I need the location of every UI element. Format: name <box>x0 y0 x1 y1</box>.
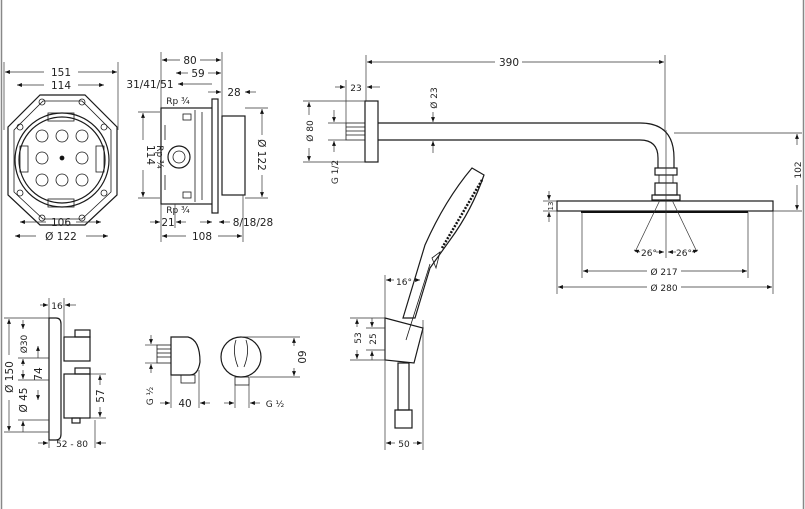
angle-16: 16° <box>396 278 412 288</box>
dim-52-80: 52 - 80 <box>56 440 88 450</box>
label-g-half-front: G ½ <box>266 400 285 410</box>
dim-102: 102 <box>794 161 804 178</box>
dim-d23: Ø 23 <box>429 87 440 108</box>
dim-31-41-51: 31/41/51 <box>126 79 173 91</box>
overhead-shower: 390 23 Ø 23 Ø 80 G 1/2 102 13 26° 26° Ø … <box>303 55 804 294</box>
dim-d150: Ø 150 <box>4 361 16 393</box>
mounting-box-side-view: 80 59 31/41/51 28 Rp ¾ Rp ¾ 114 Rp ¾ Ø 1… <box>126 52 273 243</box>
angle-26-left: 26° <box>641 249 657 259</box>
hand-shower: 16° 53 25 50 <box>350 167 485 450</box>
dim-d80: Ø 80 <box>305 120 316 142</box>
dim-53: 53 <box>354 332 364 343</box>
dim-114-vertical: 114 <box>144 145 156 165</box>
dim-25: 25 <box>369 333 379 344</box>
dim-d30: Ø30 <box>19 334 30 353</box>
label-rp-top: Rp ¾ <box>166 97 190 107</box>
dim-d122: Ø 122 <box>45 231 77 243</box>
angle-26-right: 26° <box>676 249 692 259</box>
dim-151: 151 <box>51 67 71 79</box>
dim-13: 13 <box>547 202 555 211</box>
label-rp-bottom: Rp ¾ <box>166 206 190 216</box>
dim-108: 108 <box>192 231 212 243</box>
dim-28: 28 <box>227 87 240 99</box>
dim-59: 59 <box>191 68 204 80</box>
dim-390: 390 <box>499 57 519 69</box>
wall-outlet: G ½ 40 60 G ½ <box>145 335 307 410</box>
dim-d217: Ø 217 <box>650 267 677 278</box>
dim-23: 23 <box>350 84 361 94</box>
mounting-box-top-view: 151 114 106 Ø 122 <box>3 62 119 243</box>
dim-40: 40 <box>178 398 191 410</box>
thermostat-side-view: 16 Ø 150 Ø30 Ø 45 74 57 52 - 80 <box>4 298 107 450</box>
dim-60: 60 <box>295 350 307 363</box>
label-g-1-2: G 1/2 <box>331 160 341 184</box>
dim-106: 106 <box>51 217 71 229</box>
dim-d280: Ø 280 <box>650 283 677 294</box>
dim-74: 74 <box>33 367 45 381</box>
dim-16: 16 <box>51 302 63 312</box>
dim-114: 114 <box>51 80 71 92</box>
dim-d45: Ø 45 <box>18 388 30 413</box>
dim-57: 57 <box>95 389 107 402</box>
label-g-half-side: G ½ <box>146 386 156 405</box>
dim-8-18-28: 8/18/28 <box>233 217 273 229</box>
dim-d122-vertical: Ø 122 <box>255 139 267 171</box>
dim-21: 21 <box>161 217 174 229</box>
label-rp-side: Rp ¾ <box>154 145 164 169</box>
dim-80: 80 <box>183 55 196 67</box>
dim-50: 50 <box>398 440 410 450</box>
